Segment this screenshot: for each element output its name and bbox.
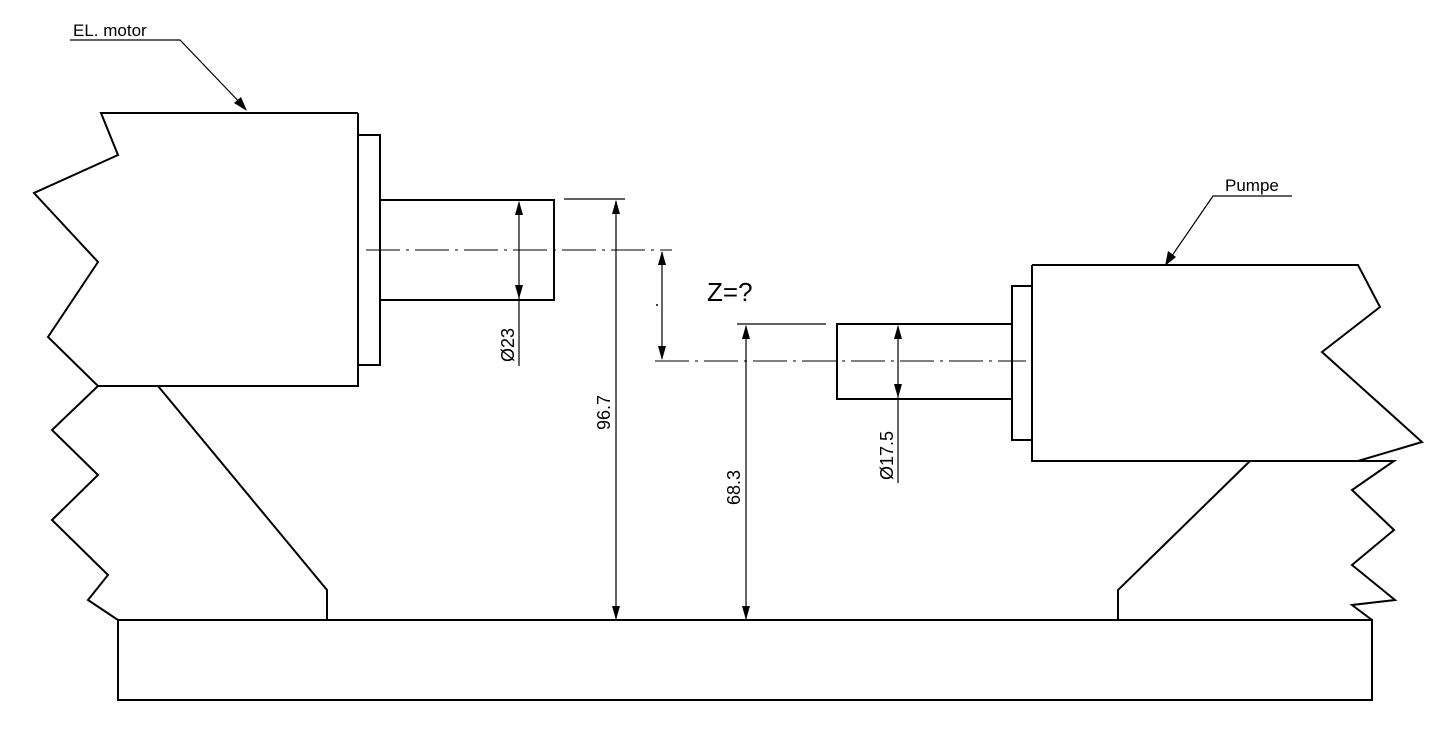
- motor-height-dim: [564, 198, 625, 620]
- base-plate: [117, 619, 1373, 701]
- pump-body: [1031, 264, 1424, 462]
- pump-height-dim: [737, 323, 826, 620]
- motor-label: EL. motor: [73, 21, 147, 40]
- pump-height-label: 68.3: [724, 470, 744, 505]
- offset-z-label: Z=?: [707, 277, 753, 307]
- electric-motor: [32, 112, 672, 621]
- pump-flange: [1011, 285, 1033, 441]
- motor-shaft-diameter-label: Ø23: [498, 328, 518, 362]
- pump: [655, 264, 1424, 621]
- motor-support-leg: [157, 385, 328, 620]
- pump-leader: [1165, 195, 1292, 266]
- motor-body: [32, 112, 359, 387]
- pump-shaft-diameter-dim: [894, 325, 902, 483]
- pump-label: Pumpe: [1225, 176, 1279, 195]
- pump-shaft-diameter-label: Ø17.5: [877, 431, 897, 480]
- pump-support-leg: [1117, 460, 1251, 620]
- offset-z-dim: [656, 251, 666, 360]
- motor-leader: [70, 39, 247, 111]
- pump-support: [1349, 460, 1398, 621]
- motor-support: [50, 385, 119, 621]
- motor-shaft-diameter-dim: [515, 201, 523, 366]
- motor-height-label: 96.7: [594, 395, 614, 430]
